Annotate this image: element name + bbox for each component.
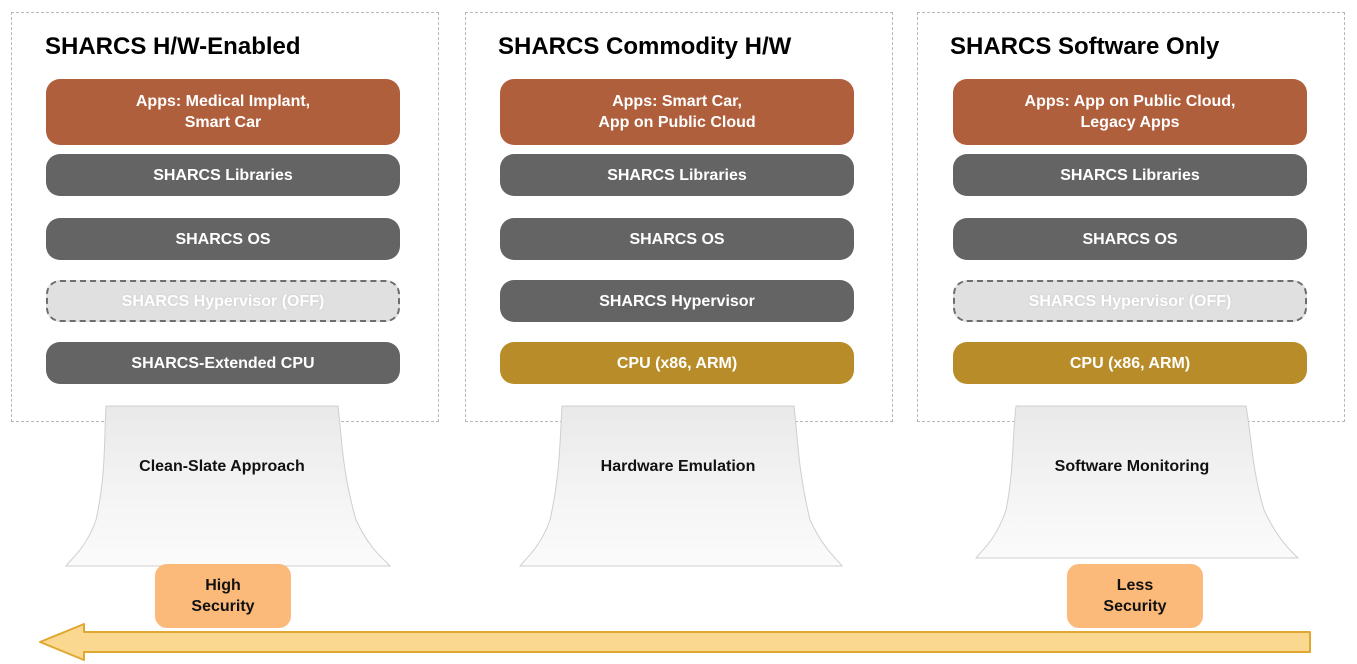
os-layer: SHARCS OS — [953, 218, 1307, 260]
approach-label: Software Monitoring — [1054, 458, 1210, 475]
pedestal-shape — [64, 405, 392, 567]
cpu-layer: CPU (x86, ARM) — [953, 342, 1307, 384]
hypervisor-layer-off: SHARCS Hypervisor (OFF) — [46, 280, 400, 322]
less-security-badge: Less Security — [1067, 564, 1203, 628]
libraries-layer: SHARCS Libraries — [953, 154, 1307, 196]
column-title: SHARCS H/W-Enabled — [45, 33, 301, 60]
high-security-badge: High Security — [155, 564, 291, 628]
approach-label: Hardware Emulation — [600, 458, 756, 475]
security-arrow — [39, 623, 1311, 661]
apps-layer: Apps: Smart Car, App on Public Cloud — [500, 79, 854, 145]
hypervisor-layer-off: SHARCS Hypervisor (OFF) — [953, 280, 1307, 322]
libraries-layer: SHARCS Libraries — [46, 154, 400, 196]
column-title: SHARCS Commodity H/W — [498, 33, 792, 60]
cpu-layer: SHARCS-Extended CPU — [46, 342, 400, 384]
column-title: SHARCS Software Only — [950, 33, 1220, 60]
libraries-layer: SHARCS Libraries — [500, 154, 854, 196]
apps-layer: Apps: Medical Implant, Smart Car — [46, 79, 400, 145]
os-layer: SHARCS OS — [500, 218, 854, 260]
pedestal-shape — [518, 405, 843, 567]
approach-label: Clean-Slate Approach — [139, 458, 305, 475]
os-layer: SHARCS OS — [46, 218, 400, 260]
cpu-layer: CPU (x86, ARM) — [500, 342, 854, 384]
pedestal-shape — [974, 405, 1300, 559]
hypervisor-layer: SHARCS Hypervisor — [500, 280, 854, 322]
apps-layer: Apps: App on Public Cloud, Legacy Apps — [953, 79, 1307, 145]
